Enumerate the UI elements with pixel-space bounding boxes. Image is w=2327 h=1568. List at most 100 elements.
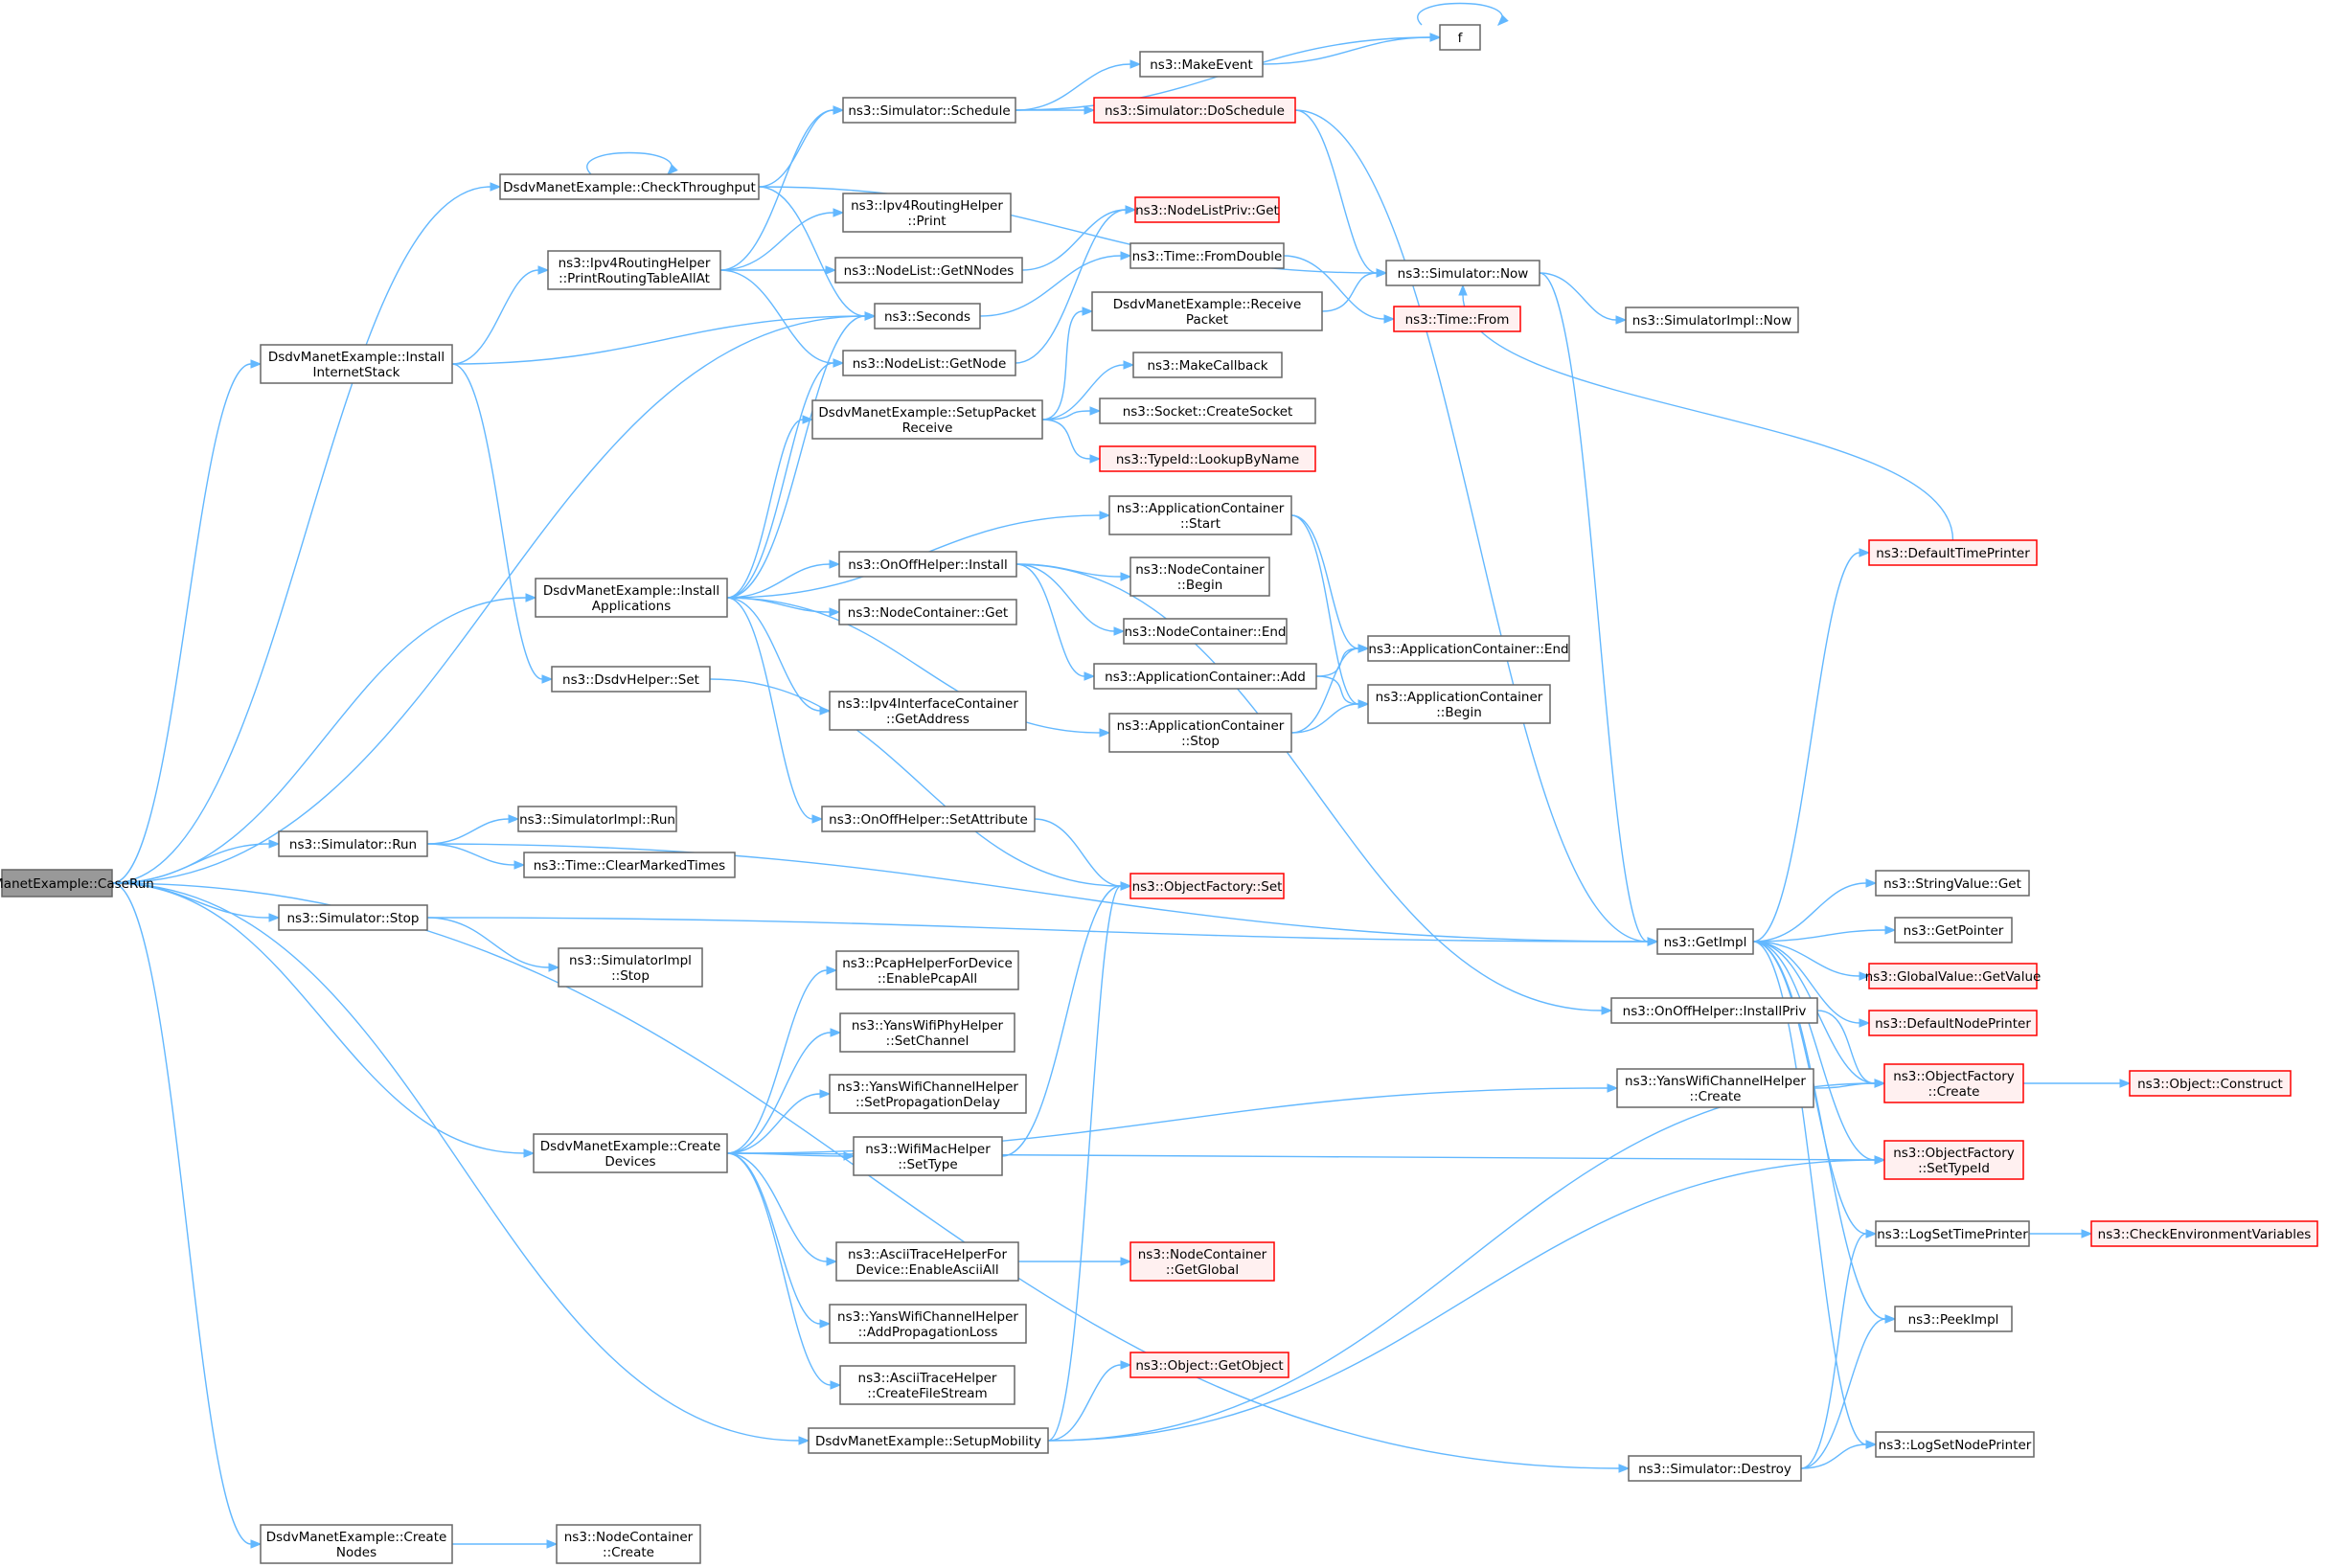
node-label: ::Create: [1928, 1084, 1980, 1100]
edge-line: [1800, 1443, 1867, 1469]
node-makeCallback[interactable]: ns3::MakeCallback: [1132, 352, 1283, 378]
node-ofSet[interactable]: ns3::ObjectFactory::Set: [1129, 873, 1285, 899]
node-simImplStop[interactable]: ns3::SimulatorImpl::Stop: [558, 947, 703, 988]
edge-installInternetStack-to-seconds: [451, 311, 877, 365]
node-getNNodes[interactable]: ns3::NodeList::GetNNodes: [834, 257, 1023, 284]
node-createSocket[interactable]: ns3::Socket::CreateSocket: [1099, 398, 1316, 424]
node-setupMobility[interactable]: DsdvManetExample::SetupMobility: [808, 1427, 1049, 1454]
node-simNow[interactable]: ns3::Simulator::Now: [1385, 260, 1540, 286]
node-simImplRun[interactable]: ns3::SimulatorImpl::Run: [517, 806, 677, 832]
node-clearMarked[interactable]: ns3::Time::ClearMarkedTimes: [523, 852, 736, 878]
node-asciiCreateFile[interactable]: ns3::AsciiTraceHelper::CreateFileStream: [839, 1365, 1015, 1405]
node-label: ns3::YansWifiChannelHelper: [837, 1079, 1018, 1095]
node-printRouting[interactable]: ns3::Ipv4RoutingHelper::PrintRoutingTabl…: [547, 250, 721, 290]
node-timeFrom[interactable]: ns3::Time::From: [1393, 306, 1521, 332]
edge-arrowhead: [523, 1148, 536, 1158]
node-acBegin[interactable]: ns3::ApplicationContainer::Begin: [1367, 684, 1551, 724]
node-lookupByName[interactable]: ns3::TypeId::LookupByName: [1099, 445, 1316, 472]
node-box: [1875, 870, 2030, 897]
edge-createDevices-to-asciiCreateFile: [726, 1152, 842, 1390]
node-yansChanSetProp[interactable]: ns3::YansWifiChannelHelper::SetPropagati…: [829, 1074, 1027, 1114]
node-yansPhySetChannel[interactable]: ns3::YansWifiPhyHelper::SetChannel: [839, 1012, 1015, 1053]
node-wifiMacSetType[interactable]: ns3::WifiMacHelper::SetType: [853, 1136, 1003, 1176]
node-defaultNodePrinter[interactable]: ns3::DefaultNodePrinter: [1868, 1010, 2038, 1036]
node-box: [1099, 398, 1316, 424]
node-globalGetValue[interactable]: ns3::GlobalValue::GetValue: [1865, 963, 2042, 989]
node-objConstruct[interactable]: ns3::Object::Construct: [2129, 1070, 2292, 1097]
node-yansAddLoss[interactable]: ns3::YansWifiChannelHelper::AddPropagati…: [829, 1304, 1027, 1344]
node-ipv4Print[interactable]: ns3::Ipv4RoutingHelper::Print: [842, 193, 1012, 233]
node-acAdd[interactable]: ns3::ApplicationContainer::Add: [1093, 663, 1317, 690]
node-stringValueGet[interactable]: ns3::StringValue::Get: [1875, 870, 2030, 897]
edge-line: [1800, 1318, 1886, 1469]
node-label: Receive: [902, 420, 953, 436]
node-ncGetGlobal[interactable]: ns3::NodeContainer::GetGlobal: [1129, 1241, 1275, 1282]
node-ncBegin[interactable]: ns3::NodeContainer::Begin: [1129, 557, 1270, 597]
node-checkEnvVars[interactable]: ns3::CheckEnvironmentVariables: [2090, 1220, 2318, 1247]
node-defaultTimePrinter[interactable]: ns3::DefaultTimePrinter: [1868, 539, 2038, 566]
edge-arrowhead: [1618, 1464, 1631, 1473]
edge-line: [1800, 1233, 1867, 1469]
node-caseRun[interactable]: DsdvManetExample::CaseRun: [0, 869, 154, 898]
node-onoffSetAttr[interactable]: ns3::OnOffHelper::SetAttribute: [821, 806, 1036, 832]
node-acStop[interactable]: ns3::ApplicationContainer::Stop: [1108, 713, 1292, 753]
node-asciiEnable[interactable]: ns3::AsciiTraceHelperForDevice::EnableAs…: [835, 1241, 1019, 1282]
node-simImplNow[interactable]: ns3::SimulatorImpl::Now: [1625, 307, 1799, 333]
node-label: DsdvManetExample::Install: [268, 350, 445, 365]
node-acStart[interactable]: ns3::ApplicationContainer::Start: [1108, 495, 1292, 535]
node-dsdvSet[interactable]: ns3::DsdvHelper::Set: [551, 666, 711, 693]
node-simRun[interactable]: ns3::Simulator::Run: [278, 830, 428, 857]
node-peekImpl[interactable]: ns3::PeekImpl: [1894, 1306, 2013, 1332]
node-installPriv[interactable]: ns3::OnOffHelper::InstallPriv: [1610, 997, 1818, 1024]
node-box: [1108, 713, 1292, 753]
edge-line: [1294, 109, 1649, 943]
edge-arrowhead: [829, 559, 841, 569]
node-yansChanCreate[interactable]: ns3::YansWifiChannelHelper::Create: [1616, 1068, 1814, 1108]
node-acEnd[interactable]: ns3::ApplicationContainer::End: [1367, 635, 1570, 662]
edge-line: [1001, 885, 1122, 1157]
node-fFunc[interactable]: f: [1439, 24, 1481, 51]
node-simDestroy[interactable]: ns3::Simulator::Destroy: [1628, 1455, 1802, 1482]
node-simStop[interactable]: ns3::Simulator::Stop: [278, 904, 428, 931]
node-label: ::AddPropagationLoss: [858, 1325, 998, 1340]
node-getNode[interactable]: ns3::NodeList::GetNode: [842, 350, 1016, 376]
node-fromDouble[interactable]: ns3::Time::FromDouble: [1129, 242, 1285, 269]
edge-getImpl-to-ofSetTypeId: [1752, 941, 1886, 1165]
node-onoffInstall[interactable]: ns3::OnOffHelper::Install: [838, 551, 1017, 578]
node-seconds[interactable]: ns3::Seconds: [874, 303, 981, 330]
node-getImpl[interactable]: ns3::GetImpl: [1656, 928, 1754, 955]
edge-arrowhead: [829, 607, 841, 617]
node-label: ::GetGlobal: [1166, 1262, 1239, 1278]
node-getPointer[interactable]: ns3::GetPointer: [1894, 917, 2013, 943]
node-checkThroughput[interactable]: DsdvManetExample::CheckThroughput: [499, 173, 760, 200]
node-box: [1883, 1140, 2024, 1180]
node-label: DsdvManetExample::Create: [540, 1139, 721, 1154]
node-ncEnd[interactable]: ns3::NodeContainer::End: [1123, 618, 1288, 645]
node-doSchedule[interactable]: ns3::Simulator::DoSchedule: [1093, 97, 1296, 124]
node-ncCreate[interactable]: ns3::NodeContainer::Create: [556, 1524, 701, 1564]
node-logSetNodePrinter[interactable]: ns3::LogSetNodePrinter: [1875, 1431, 2035, 1458]
node-label: ::GetAddress: [886, 712, 970, 727]
node-ipv4GetAddress[interactable]: ns3::Ipv4InterfaceContainer::GetAddress: [829, 691, 1027, 731]
node-pcapEnable[interactable]: ns3::PcapHelperForDevice::EnablePcapAll: [835, 950, 1019, 990]
node-box: [839, 1012, 1015, 1053]
node-label: Packet: [1186, 312, 1228, 328]
node-makeEvent[interactable]: ns3::MakeEvent: [1139, 51, 1264, 78]
edge-line: [1321, 272, 1378, 312]
node-logSetTimePrinter[interactable]: ns3::LogSetTimePrinter: [1875, 1220, 2030, 1247]
node-schedule[interactable]: ns3::Simulator::Schedule: [842, 97, 1016, 124]
node-ncGet[interactable]: ns3::NodeContainer::Get: [838, 599, 1017, 625]
node-nlpGet[interactable]: ns3::NodeListPriv::Get: [1134, 196, 1280, 223]
node-ofSetTypeId[interactable]: ns3::ObjectFactory::SetTypeId: [1883, 1140, 2024, 1180]
node-label: ns3::NodeContainer::Get: [848, 605, 1008, 621]
edge-createDevices-to-asciiEnable: [726, 1152, 838, 1266]
edge-arrowhead: [1601, 1006, 1613, 1015]
node-getObject[interactable]: ns3::Object::GetObject: [1129, 1352, 1289, 1378]
node-ofCreate[interactable]: ns3::ObjectFactory::Create: [1883, 1063, 2024, 1103]
